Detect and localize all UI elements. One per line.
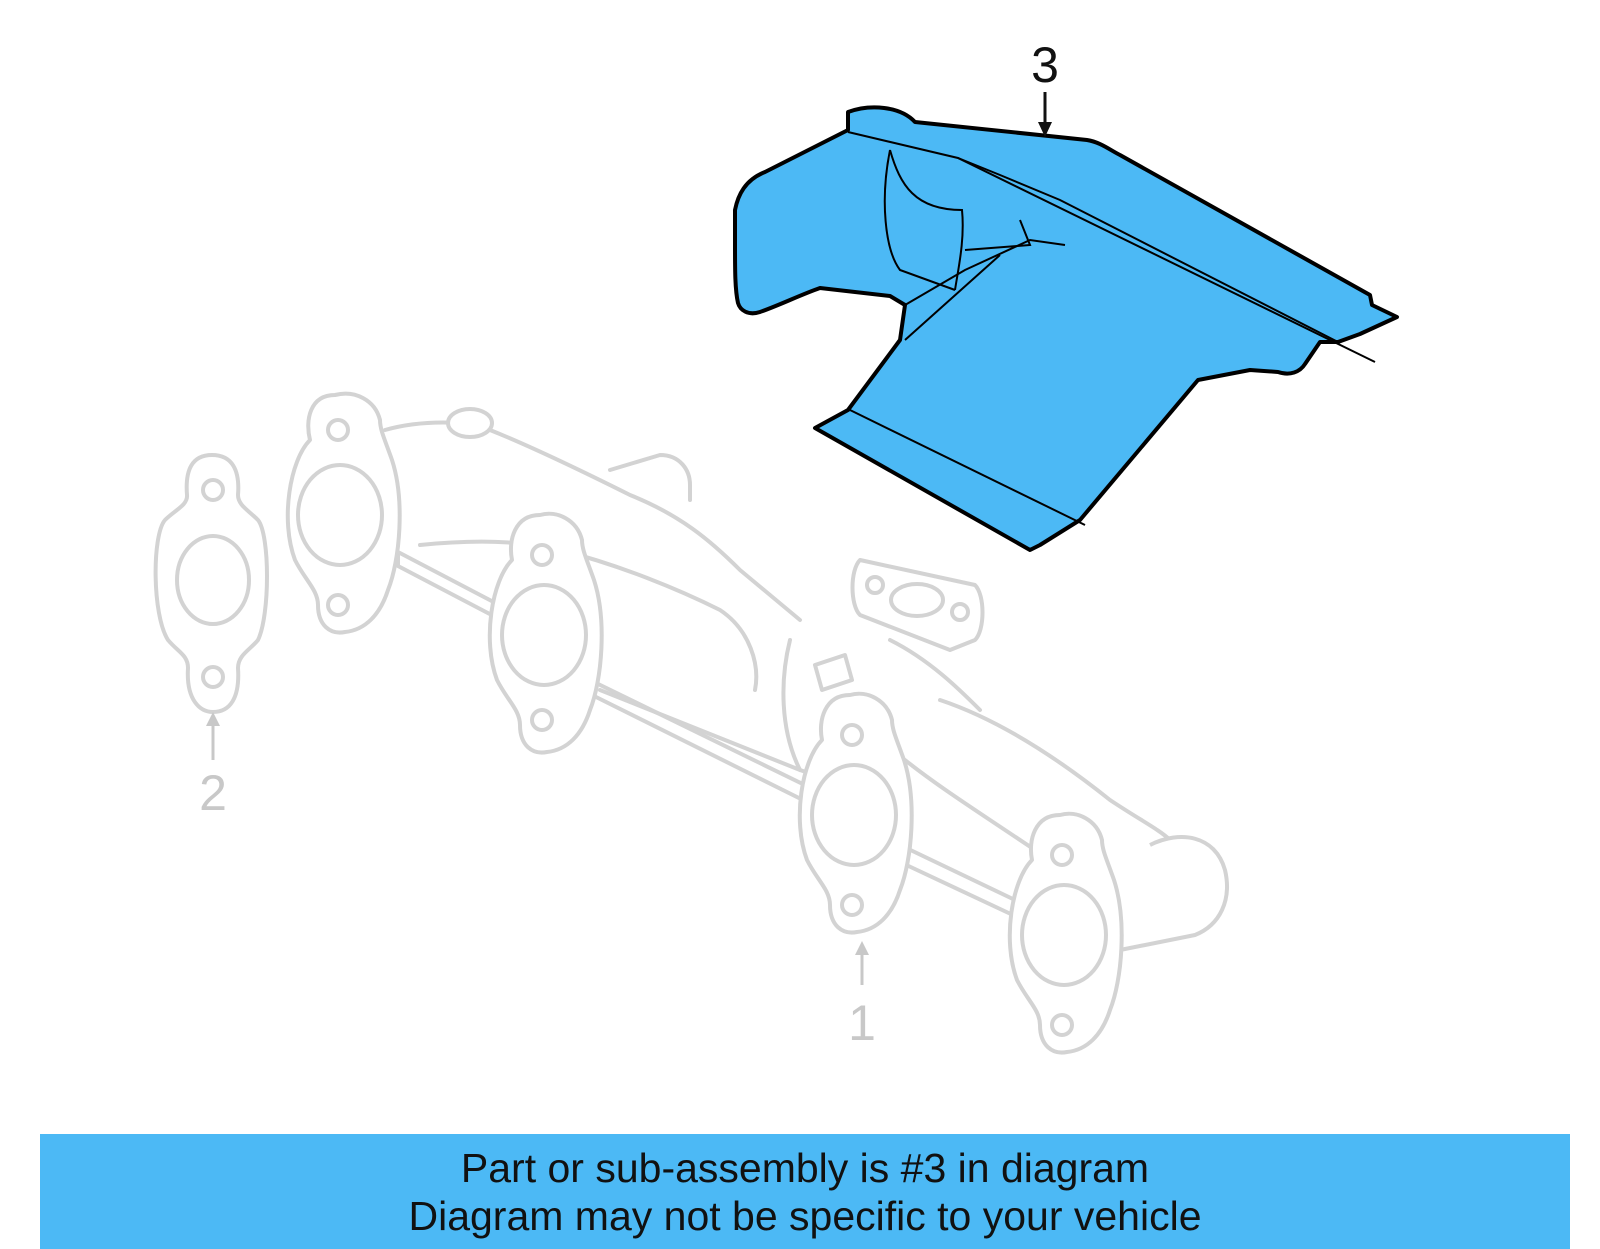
callout-label-2: 2 — [199, 765, 227, 821]
info-banner: Part or sub-assembly is #3 in diagram Di… — [40, 1134, 1570, 1249]
banner-line-disclaimer: Diagram may not be specific to your vehi… — [408, 1193, 1202, 1239]
banner-line-part-info: Part or sub-assembly is #3 in diagram — [460, 1145, 1150, 1191]
heat-shield-part-3[interactable] — [733, 105, 1399, 552]
manifold-flange-4 — [1007, 811, 1124, 1055]
callout-arrow-1 — [855, 941, 869, 985]
callout-label-1: 1 — [848, 995, 876, 1051]
manifold-flange-1 — [285, 391, 402, 635]
callout-arrow-3 — [1038, 92, 1052, 137]
callout-label-3: 3 — [1031, 37, 1059, 93]
manifold-flange-2 — [487, 511, 604, 755]
manifold-flange-3 — [797, 691, 914, 935]
gasket-part-2[interactable] — [153, 453, 269, 714]
callout-arrow-2 — [206, 712, 220, 760]
